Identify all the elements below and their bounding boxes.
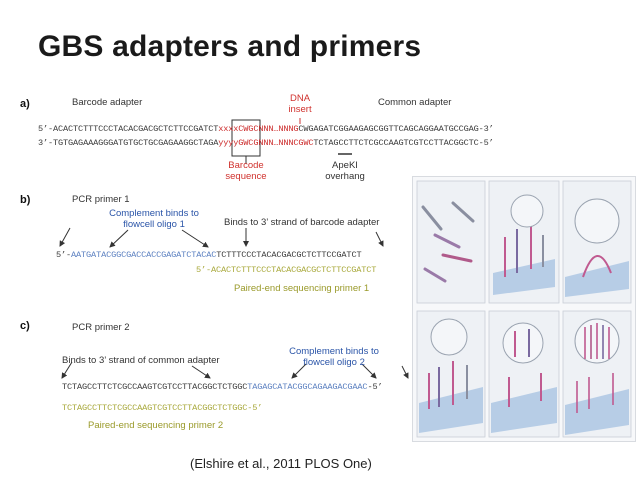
pcr-primer-1-label: PCR primer 1 bbox=[72, 194, 130, 205]
panel-c-label: c) bbox=[20, 320, 30, 332]
barcode-sequence-line1: Barcode bbox=[228, 160, 264, 171]
seq-b-prefix: 5’- bbox=[56, 250, 72, 260]
barcode-adapter-label: Barcode adapter bbox=[72, 97, 143, 108]
apeki-overhang-label: ApeKI overhang bbox=[322, 160, 368, 182]
complement-c-line2: flowcell oligo 2 bbox=[303, 357, 365, 368]
seq-top-part1: 5’-ACACTCTTTCCCTACACGACGCTCTTCCGATCT bbox=[38, 124, 219, 134]
seq-b-binding: TCTTTCCCTACACGACGCTCTTCCGATCT bbox=[216, 250, 362, 260]
paired-end-primer-2-label: Paired-end sequencing primer 2 bbox=[88, 420, 224, 431]
citation: (Elshire et al., 2011 PLOS One) bbox=[190, 456, 372, 471]
paired-end-primer-1-sequence: 5’-ACACTCTTTCCCTACACGACGCTCTTCCGATCT bbox=[196, 265, 376, 275]
adapter-sequence-bottom: 3’-TGTGAGAAAGGGATGTGCTGCGAGAAGGCTAGAyyyy… bbox=[38, 138, 494, 148]
seq-bottom-part4: TCTAGCCTTCTCGCCAAGTCGTCCTTACGGCTC-5’ bbox=[313, 138, 494, 148]
seq-bottom-barcode: yyyy bbox=[218, 138, 239, 148]
panel-a-label: a) bbox=[20, 98, 30, 110]
panel-b-label: b) bbox=[20, 194, 31, 206]
complement-flowcell-2-label: Complement binds to flowcell oligo 2 bbox=[284, 346, 384, 368]
binds-to-barcode-label: Binds to 3’ strand of barcode adapter bbox=[224, 217, 380, 228]
binds-to-common-label: Binds to 3’ strand of common adapter bbox=[62, 355, 220, 366]
paired-end-primer-2-sequence: TCTAGCCTTCTCGCCAAGTCGTCCTTACGGCTCTGGC-5’ bbox=[62, 403, 262, 413]
pcr-primer-1-sequence: 5’-AATGATACGGCGACCACCGAGATCTACACTCTTTCCC… bbox=[56, 250, 362, 260]
complement-b-line2: flowcell oligo 1 bbox=[123, 219, 185, 230]
apeki-line2: overhang bbox=[325, 171, 365, 182]
dna-insert-line2: insert bbox=[288, 104, 312, 115]
arrow-bindsto-c bbox=[191, 365, 211, 379]
arrow-right-b bbox=[375, 231, 384, 247]
arrow-left-c bbox=[61, 361, 73, 379]
arrow-right-c bbox=[401, 365, 409, 379]
pcr-primer-2-label: PCR primer 2 bbox=[72, 322, 130, 333]
seq-bottom-insert: GWCGNNN…NNNCGWC bbox=[238, 138, 314, 148]
barcode-sequence-label: Barcode sequence bbox=[218, 160, 274, 182]
complement-flowcell-1-label: Complement binds to flowcell oligo 1 bbox=[104, 208, 204, 230]
seq-c-suffix: -5’ bbox=[367, 382, 383, 392]
arrow-complement-c2 bbox=[361, 363, 377, 379]
seq-top-barcode: xxxx bbox=[218, 124, 239, 134]
arrow-complement-1 bbox=[109, 229, 129, 248]
seq-top-part4: CWGAGATCGGAAGAGCGGTTCAGCAGGAATGCCGAG-3’ bbox=[298, 124, 494, 134]
seq-c-flowcell: TAGAGCATACGGCAGAAGACGAAC bbox=[247, 382, 368, 392]
seq-top-insert: CWGCNNN…NNNG bbox=[238, 124, 299, 134]
common-adapter-label: Common adapter bbox=[378, 97, 452, 108]
dna-insert-label: DNA insert bbox=[280, 93, 320, 115]
adapter-sequence-top: 5’-ACACTCTTTCCCTACACGACGCTCTTCCGATCTxxxx… bbox=[38, 124, 494, 134]
slide-title: GBS adapters and primers bbox=[38, 30, 422, 63]
seq-b-paired: 5’-ACACTCTTTCCCTACACGACGCTCTTCCGATCT bbox=[196, 265, 377, 275]
seq-b-flowcell: AATGATACGGCGACCACCGAGATCTACAC bbox=[71, 250, 217, 260]
seq-c-binding: TCTAGCCTTCTCGCCAAGTCGTCCTTACGGCTCTGGC bbox=[62, 382, 248, 392]
dna-insert-line1: DNA bbox=[289, 93, 311, 104]
seq-bottom-part1: 3’-TGTGAGAAAGGGATGTGCTGCGAGAAGGCTAGA bbox=[38, 138, 219, 148]
workflow-illustration bbox=[416, 180, 632, 438]
arrow-left-b bbox=[59, 227, 71, 247]
arrow-complement-2 bbox=[181, 229, 209, 248]
seq-c-paired: TCTAGCCTTCTCGCCAAGTCGTCCTTACGGCTCTGGC-5’ bbox=[62, 403, 263, 413]
barcode-sequence-line2: sequence bbox=[225, 171, 267, 182]
complement-c-line1: Complement binds to bbox=[289, 346, 379, 357]
sequencing-workflow-figure bbox=[412, 176, 636, 442]
paired-end-primer-1-label: Paired-end sequencing primer 1 bbox=[234, 283, 370, 294]
apeki-line1: ApeKI bbox=[332, 160, 358, 171]
complement-b-line1: Complement binds to bbox=[109, 208, 199, 219]
arrow-complement-c1 bbox=[291, 363, 307, 379]
pcr-primer-2-sequence: TCTAGCCTTCTCGCCAAGTCGTCCTTACGGCTCTGGCTAG… bbox=[62, 382, 383, 392]
